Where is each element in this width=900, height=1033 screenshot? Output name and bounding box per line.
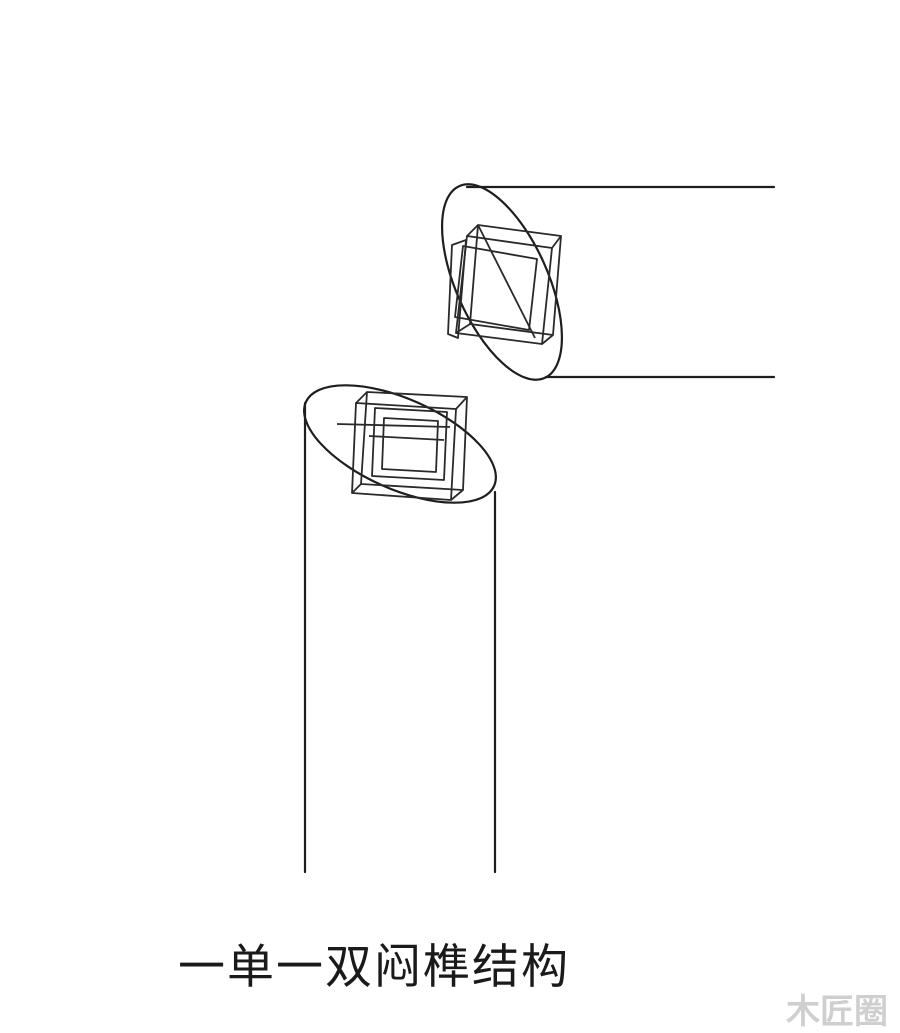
caption: 一单一双闷榫结构 <box>178 940 570 995</box>
horizontal-member-end-face <box>440 183 564 381</box>
vertical-double-tenon <box>336 391 468 501</box>
vertical-member-end-face <box>303 384 497 504</box>
watermark-logo: 木匠圈 <box>786 992 888 1032</box>
horizontal-single-tenon <box>447 224 562 345</box>
horizontal-member <box>440 183 776 381</box>
vertical-member <box>303 384 497 874</box>
